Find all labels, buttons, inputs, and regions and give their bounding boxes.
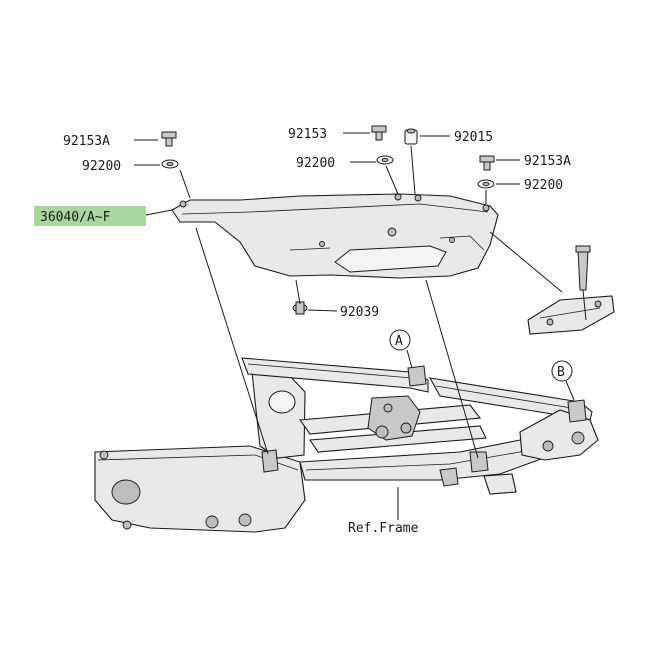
part-labels: 92153A 92200 36040/A~F 92153 92015 92200… <box>34 127 573 536</box>
collar-92015 <box>404 128 418 145</box>
label-92200-left: 92200 <box>82 159 121 174</box>
label-92039: 92039 <box>340 305 379 320</box>
label-92153: 92153 <box>288 127 327 142</box>
label-92015: 92015 <box>454 130 493 145</box>
label-36040: 36040/A~F <box>40 210 111 225</box>
bracket-plate-part <box>527 245 615 335</box>
washer-92200-left <box>161 159 179 169</box>
frame <box>94 357 599 533</box>
label-92153a-left: 92153A <box>63 134 110 149</box>
side-cover-part <box>171 193 499 279</box>
fastener-92039 <box>292 301 308 315</box>
ref-marker-b <box>551 360 573 382</box>
label-ref-frame: Ref.Frame <box>348 521 419 536</box>
fastener-92153a-left <box>161 131 177 147</box>
leader-lines <box>134 132 587 520</box>
ref-marker-a <box>389 329 411 351</box>
fastener-92153a-right <box>479 155 495 171</box>
ref-marker-b-label: B <box>557 365 565 380</box>
ref-marker-a-label: A <box>395 334 403 349</box>
highlight-box-36040 <box>34 206 146 226</box>
label-92200-mid: 92200 <box>296 156 335 171</box>
washer-92200-mid <box>376 155 394 165</box>
label-92200-right: 92200 <box>524 178 563 193</box>
label-92153a-right: 92153A <box>524 154 571 169</box>
washer-92200-right <box>477 179 495 189</box>
fastener-92153 <box>371 125 387 141</box>
